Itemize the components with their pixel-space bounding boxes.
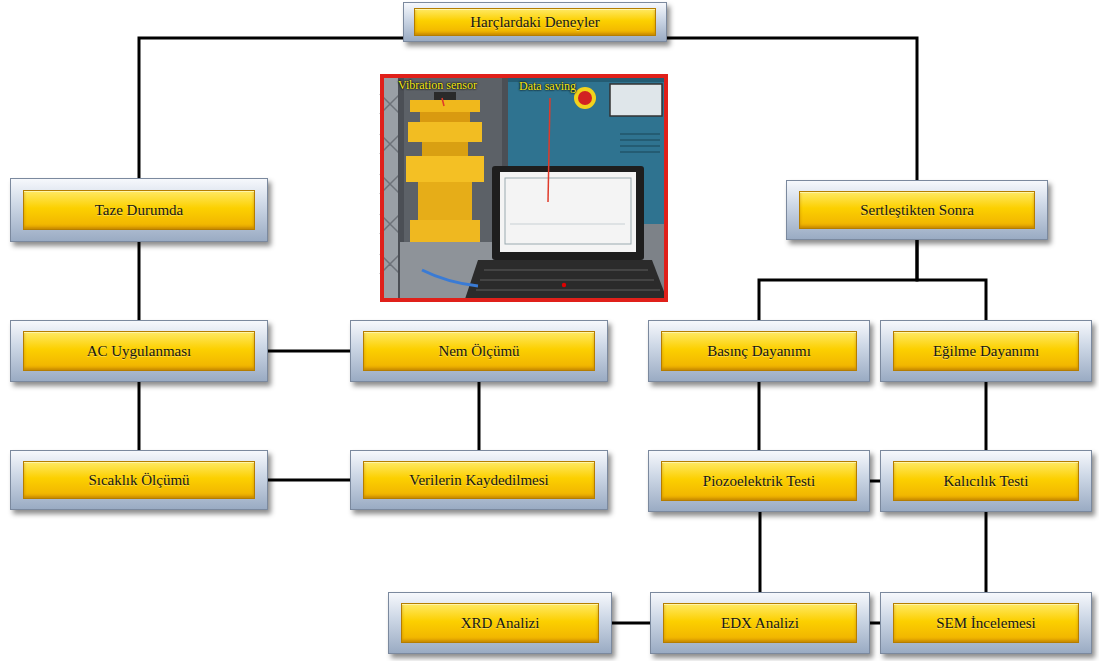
photo-detail [476, 270, 660, 290]
photo-detail [492, 166, 644, 260]
connector-line [758, 382, 761, 450]
process-box: Harçlardaki Deneyler [403, 2, 667, 42]
process-box: Taze Durumda [10, 178, 268, 242]
box-face: EDX Analizi [663, 603, 857, 643]
photo-callout: Data saving [519, 79, 576, 94]
box-face: Kalıcılık Testi [893, 461, 1079, 501]
photo-detail [380, 74, 668, 302]
photo-detail [510, 224, 625, 225]
connector-line [139, 38, 403, 178]
connector-line [612, 622, 650, 625]
process-box: Eğilme Dayanımı [880, 320, 1092, 382]
box-label: Nem Ölçümü [438, 343, 519, 360]
photo-detail [404, 74, 502, 244]
photo-detail [610, 84, 662, 116]
photo-detail [500, 172, 636, 252]
box-face: SEM İncelemesi [893, 603, 1079, 643]
photo-detail [578, 91, 592, 105]
connector-line [138, 382, 141, 450]
box-label: SEM İncelemesi [936, 615, 1036, 632]
connector-line [268, 479, 350, 482]
box-label: EDX Analizi [721, 615, 799, 632]
connector-line [759, 240, 917, 320]
process-box: Kalıcılık Testi [880, 450, 1092, 512]
process-box: Sıcaklık Ölçümü [10, 450, 268, 510]
process-box: Verilerin Kaydedilmesi [350, 450, 608, 510]
connector-line [985, 512, 988, 592]
box-label: Taze Durumda [95, 202, 184, 219]
box-face: XRD Analizi [401, 603, 599, 643]
box-label: Sertleştikten Sonra [860, 202, 974, 219]
photo-detail [408, 122, 482, 142]
process-box: Sertleştikten Sonra [786, 180, 1048, 240]
process-box: Nem Ölçümü [350, 320, 608, 382]
connector-line [667, 38, 917, 180]
photo-detail [562, 283, 566, 287]
box-label: AC Uygulanması [87, 343, 192, 360]
photo-detail [442, 98, 444, 106]
connector-line [478, 382, 481, 450]
box-face: Sıcaklık Ölçümü [23, 461, 255, 499]
box-face: Taze Durumda [23, 190, 255, 230]
box-label: Kalıcılık Testi [944, 473, 1029, 490]
process-box: AC Uygulanması [10, 320, 268, 382]
photo-detail [382, 76, 666, 300]
process-box: XRD Analizi [388, 592, 612, 654]
box-face: Basınç Dayanımı [661, 331, 857, 371]
box-face: AC Uygulanması [23, 331, 255, 371]
photo-detail [434, 92, 456, 100]
photo-detail [422, 270, 478, 286]
connector-line [268, 350, 350, 353]
photo-detail [505, 178, 631, 244]
process-box: Piozoelektrik Testi [648, 450, 870, 512]
connector-line [759, 512, 762, 592]
box-label: XRD Analizi [461, 615, 540, 632]
photo-detail [464, 260, 668, 302]
photo-detail [574, 87, 596, 109]
box-face: Piozoelektrik Testi [661, 461, 857, 501]
box-face: Sertleştikten Sonra [799, 191, 1035, 229]
photo-illustration [380, 74, 668, 302]
photo-detail [410, 220, 480, 242]
box-face: Nem Ölçümü [363, 331, 595, 371]
photo-callout: Vibration sensor [398, 78, 477, 93]
photo-detail [410, 100, 480, 112]
box-face: Harçlardaki Deneyler [414, 8, 656, 36]
process-box: SEM İncelemesi [880, 592, 1092, 654]
connector-line [985, 382, 988, 450]
box-label: Harçlardaki Deneyler [470, 14, 600, 31]
photo-detail [420, 112, 470, 122]
photo-detail [418, 182, 472, 220]
process-box: Basınç Dayanımı [648, 320, 870, 382]
box-face: Eğilme Dayanımı [893, 331, 1079, 371]
photo-detail [406, 156, 484, 182]
box-label: Verilerin Kaydedilmesi [409, 472, 549, 489]
photo-detail [548, 98, 550, 202]
connector-line [870, 622, 880, 625]
box-face: Verilerin Kaydedilmesi [363, 461, 595, 499]
box-label: Eğilme Dayanımı [933, 343, 1039, 360]
connector-line [138, 242, 141, 320]
process-box: EDX Analizi [650, 592, 870, 654]
box-label: Basınç Dayanımı [707, 343, 811, 360]
photo-detail [422, 142, 468, 156]
photo-detail [620, 134, 660, 152]
connector-line [870, 480, 880, 483]
connector-line [917, 240, 986, 320]
box-label: Sıcaklık Ölçümü [88, 472, 189, 489]
box-label: Piozoelektrik Testi [703, 473, 815, 490]
